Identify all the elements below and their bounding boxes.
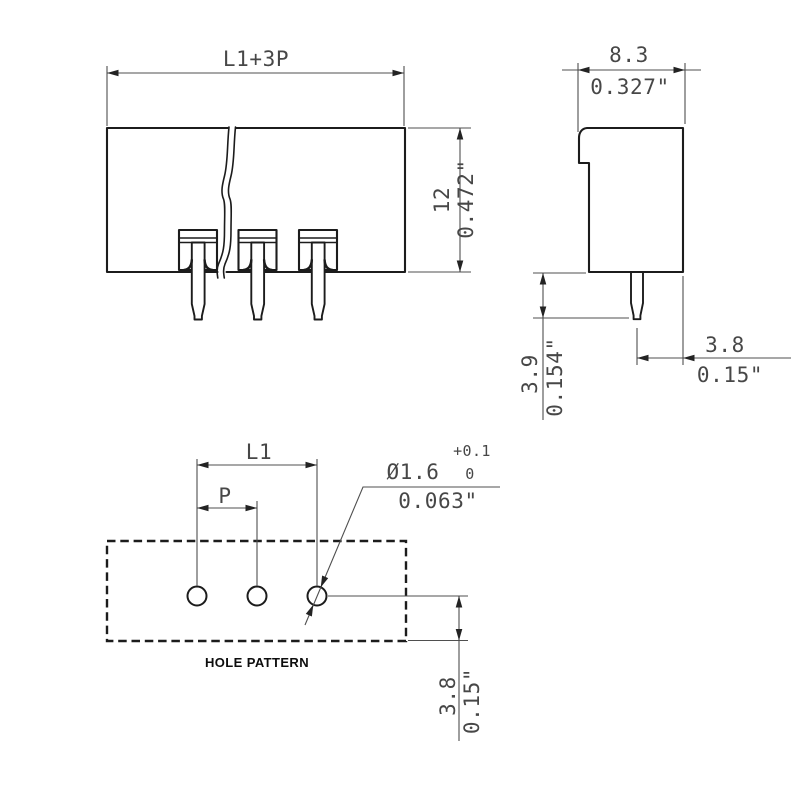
hole-2 bbox=[246, 585, 268, 607]
extension-lines-edge-offset bbox=[328, 595, 468, 642]
dimension-arrowhead bbox=[392, 69, 404, 77]
dimension-arrowhead bbox=[683, 354, 695, 362]
dim-text-pin-offset-mm: 3.8 bbox=[705, 333, 745, 357]
side-view: 8.3 0.327" 3.9 0.154" 3.8 0.15" bbox=[518, 43, 791, 420]
dimension-arrowhead bbox=[539, 306, 547, 318]
dimension-arrowhead bbox=[107, 69, 119, 77]
front-view: L1+3P 12 0.472" bbox=[105, 47, 478, 321]
extension-lines-pin-offset bbox=[636, 276, 684, 365]
dim-text-edge-offset-mm: 3.8 bbox=[436, 676, 460, 716]
extension-lines-depth bbox=[577, 63, 686, 132]
dimension-arrowhead bbox=[673, 66, 685, 74]
dim-text-hole-diameter-mm: Ø1.6 bbox=[387, 460, 440, 484]
extension-lines-holes bbox=[196, 459, 318, 586]
dimension-arrowhead bbox=[456, 260, 464, 272]
dimension-arrowhead bbox=[305, 461, 317, 469]
dimension-arrowhead bbox=[539, 273, 547, 285]
extension-lines-pin-length bbox=[533, 272, 629, 319]
break-line-right bbox=[222, 126, 237, 279]
pin-2 bbox=[237, 228, 278, 321]
break-line-left bbox=[216, 126, 230, 279]
pin-3 bbox=[297, 228, 339, 321]
side-pin bbox=[630, 271, 644, 321]
side-body-outline bbox=[577, 126, 685, 274]
hole-pattern-label: HOLE PATTERN bbox=[205, 655, 309, 670]
dimension-arrowhead bbox=[637, 354, 649, 362]
dimension-arrowhead bbox=[245, 504, 257, 512]
dim-text-depth-mm: 8.3 bbox=[609, 43, 649, 67]
hole-3 bbox=[306, 585, 328, 607]
dimension-arrowhead bbox=[197, 504, 209, 512]
dimension-arrowhead bbox=[197, 461, 209, 469]
dimension-arrowhead bbox=[455, 629, 463, 641]
dim-text-height-inch: 0.472" bbox=[454, 159, 478, 238]
hole-1 bbox=[186, 585, 208, 607]
hole-pattern-view: L1 P Ø1.6 +0.1 0 0.063" 3.8 0.15" HOLE P… bbox=[105, 440, 500, 741]
dim-text-edge-offset-inch: 0.15" bbox=[460, 668, 484, 734]
pin-1 bbox=[177, 228, 219, 321]
dim-text-pitch: P bbox=[218, 484, 231, 508]
dim-text-pin-offset-inch: 0.15" bbox=[697, 363, 763, 387]
dimension-arrowhead bbox=[578, 66, 590, 74]
dim-text-height-mm: 12 bbox=[430, 187, 454, 214]
dim-text-pin-length-inch: 0.154" bbox=[543, 337, 567, 416]
dim-text-pin-length-mm: 3.9 bbox=[518, 354, 542, 394]
dim-text-l1-3p: L1+3P bbox=[223, 47, 289, 71]
dim-text-tolerance-lower: 0 bbox=[465, 465, 474, 483]
dim-text-span: L1 bbox=[246, 440, 273, 464]
dim-text-depth-inch: 0.327" bbox=[590, 75, 669, 99]
dim-text-hole-diameter-inch: 0.063" bbox=[398, 489, 477, 513]
extension-lines-l1-3p bbox=[106, 66, 405, 126]
dim-text-tolerance-upper: +0.1 bbox=[453, 442, 491, 460]
dimension-arrowhead bbox=[455, 596, 463, 608]
dimension-arrowhead bbox=[456, 128, 464, 140]
